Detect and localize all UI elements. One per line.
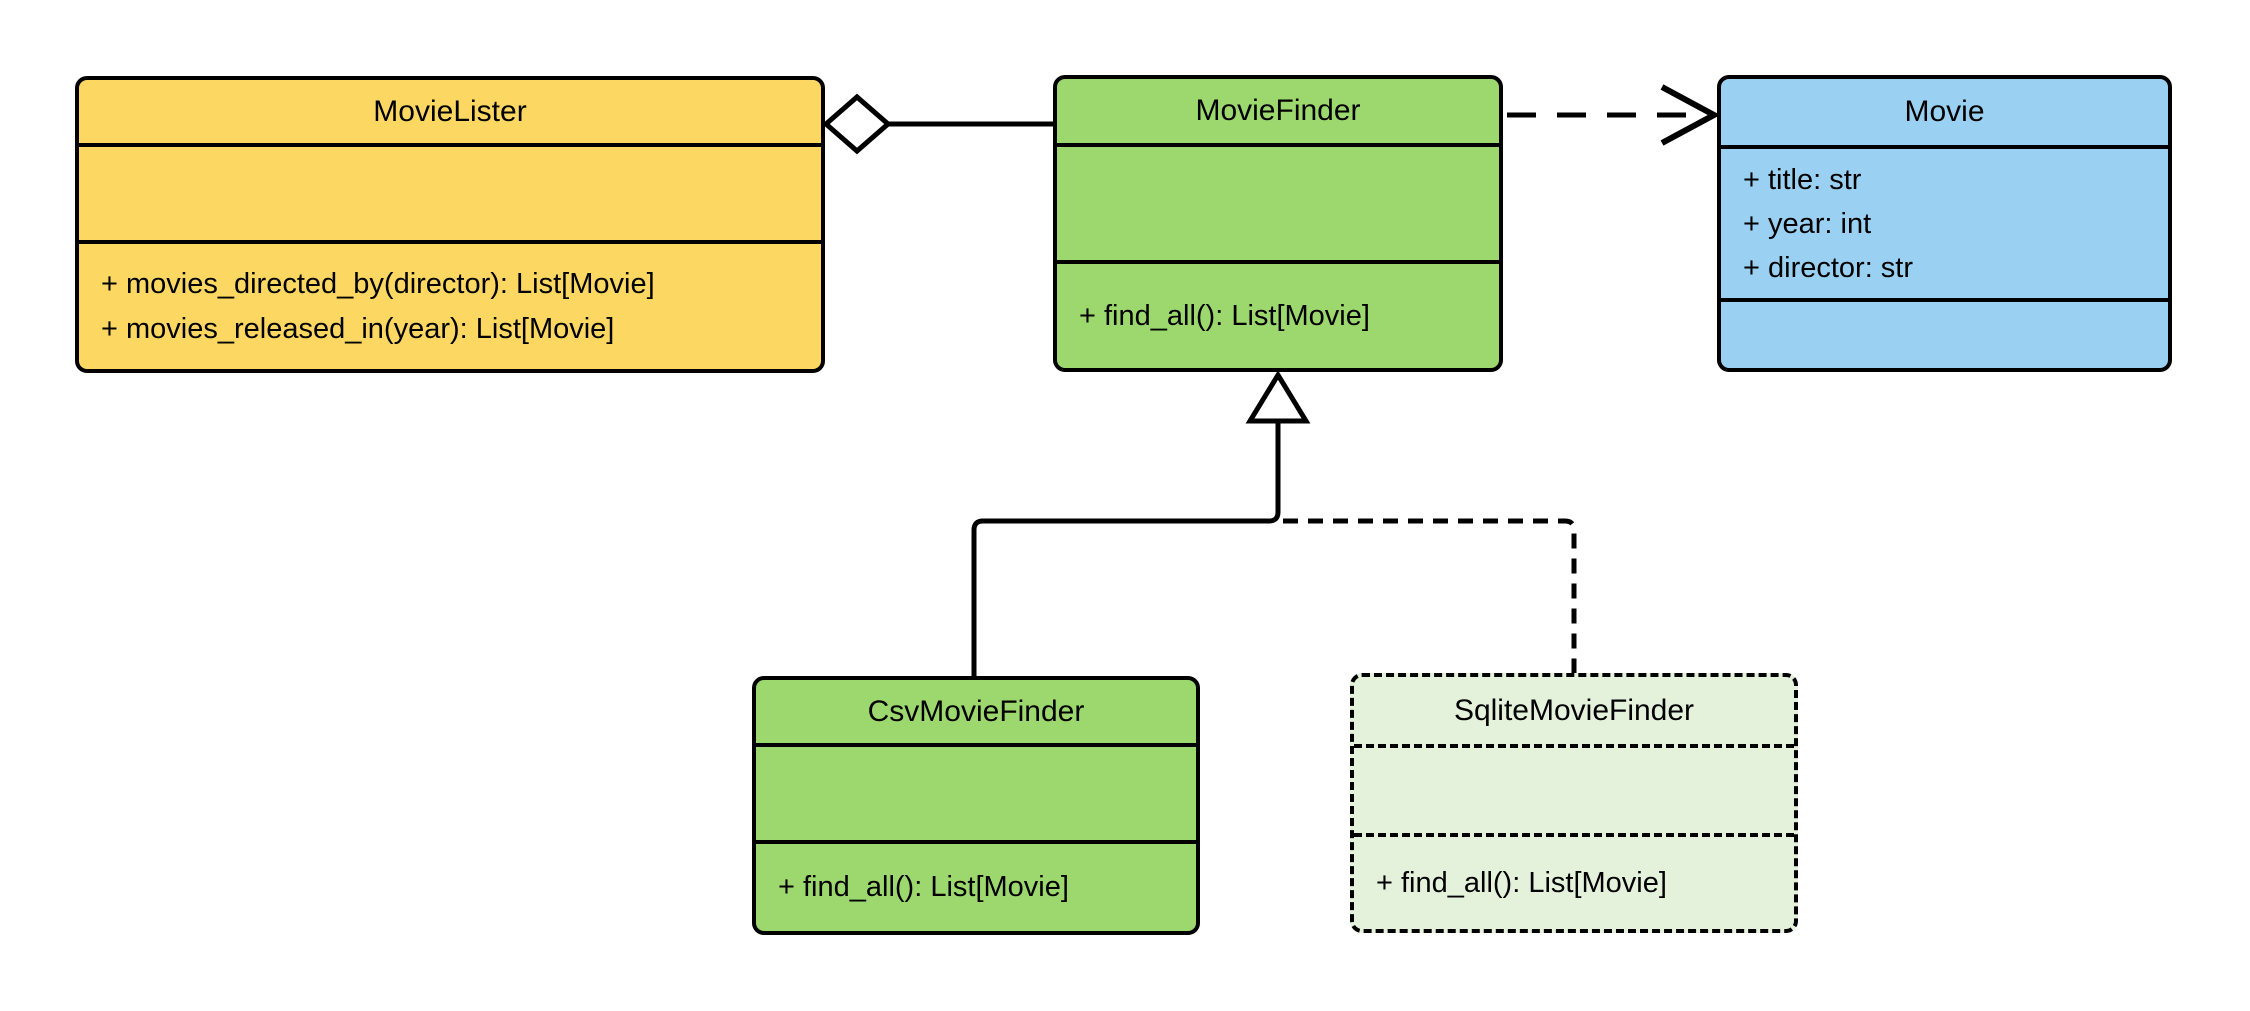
class-title: CsvMovieFinder <box>867 694 1085 728</box>
methods-compartment: + find_all(): List[Movie] <box>1057 260 1499 368</box>
methods-compartment: + find_all(): List[Movie] <box>756 840 1196 931</box>
attributes-compartment <box>79 143 821 240</box>
method-item: + find_all(): List[Movie] <box>778 871 1069 903</box>
class-title: MovieLister <box>373 94 527 128</box>
class-title: Movie <box>1904 95 1985 128</box>
attributes-compartment: + title: str + year: int + director: str <box>1721 145 2168 298</box>
generalization-connector-solid <box>971 420 1281 680</box>
attribute-item: + director: str <box>1743 251 1914 284</box>
class-title: MovieFinder <box>1195 94 1361 127</box>
attribute-item: + title: str <box>1743 163 1862 196</box>
dependency-arrowhead <box>1660 84 1721 146</box>
class-title: SqliteMovieFinder <box>1453 693 1695 727</box>
method-item: + movies_directed_by(director): List[Mov… <box>101 267 655 300</box>
aggregation-diamond <box>822 93 892 155</box>
class-movie: Movie + title: str + year: int + directo… <box>1717 75 2172 372</box>
class-sqlitemoviefinder: SqliteMovieFinder + find_all(): List[Mov… <box>1350 673 1798 933</box>
class-movielister: MovieLister + movies_directed_by(directo… <box>75 76 825 373</box>
method-item: + find_all(): List[Movie] <box>1079 299 1370 332</box>
method-item: + find_all(): List[Movie] <box>1376 866 1667 899</box>
method-item: + movies_released_in(year): List[Movie] <box>101 312 615 345</box>
attributes-compartment <box>1354 744 1794 833</box>
attributes-compartment <box>756 743 1196 840</box>
generalization-triangle <box>1245 370 1311 424</box>
methods-compartment <box>1721 298 2168 368</box>
attribute-item: + year: int <box>1743 207 1872 240</box>
class-moviefinder: MovieFinder + find_all(): List[Movie] <box>1053 75 1503 372</box>
class-csvmoviefinder: CsvMovieFinder + find_all(): List[Movie] <box>752 676 1200 935</box>
methods-compartment: + find_all(): List[Movie] <box>1354 833 1794 929</box>
attributes-compartment <box>1057 143 1499 260</box>
methods-compartment: + movies_directed_by(director): List[Mov… <box>79 240 821 369</box>
generalization-connector-dashed <box>1283 518 1577 677</box>
